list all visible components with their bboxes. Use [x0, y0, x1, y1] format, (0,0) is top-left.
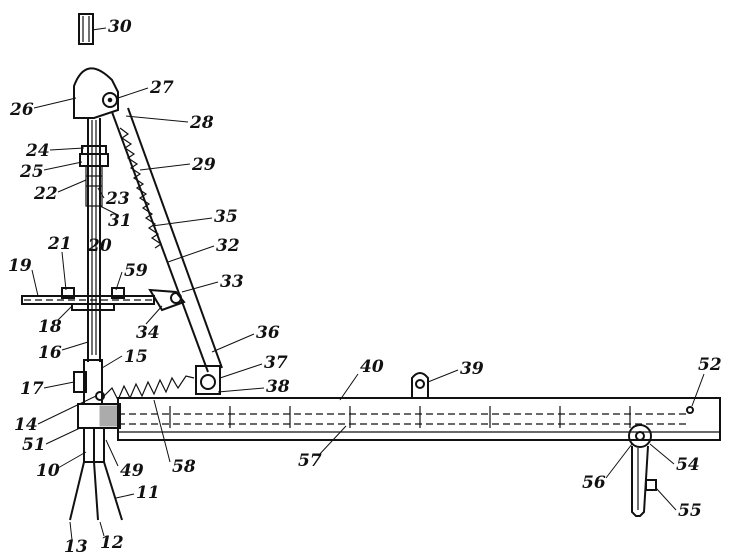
label-54: 54 [676, 455, 700, 475]
tension-spring [103, 375, 195, 402]
lower-pivot [195, 365, 221, 395]
label-12: 12 [100, 533, 124, 553]
label-35: 35 [214, 207, 238, 227]
label-26: 26 [9, 100, 34, 120]
label-20: 20 [87, 236, 112, 256]
label-14: 14 [14, 415, 38, 435]
collar [79, 145, 109, 207]
label-36: 36 [256, 323, 280, 343]
spring-housing [111, 107, 223, 373]
label-16: 16 [38, 343, 62, 363]
label-58: 58 [172, 457, 196, 477]
label-29: 29 [191, 155, 216, 175]
pawl-lever [148, 288, 186, 312]
marker-assembly [628, 424, 657, 517]
label-27: 27 [149, 78, 174, 98]
label-33: 33 [220, 272, 244, 292]
label-31: 31 [108, 211, 132, 231]
label-15: 15 [124, 347, 148, 367]
label-11: 11 [136, 483, 160, 503]
label-39: 39 [460, 359, 484, 379]
handle-grip [78, 13, 94, 45]
label-34: 34 [136, 323, 160, 343]
label-19: 19 [8, 256, 32, 276]
horizontal-bar [117, 397, 721, 441]
label-21: 21 [47, 234, 72, 254]
label-57: 57 [298, 451, 322, 471]
label-38: 38 [266, 377, 290, 397]
label-51: 51 [22, 435, 46, 455]
shoe-block [77, 403, 121, 429]
vertical-rod [87, 118, 101, 362]
label-49: 49 [120, 461, 144, 481]
label-24: 24 [25, 141, 50, 161]
label-28: 28 [189, 113, 214, 133]
label-22: 22 [33, 184, 58, 204]
label-17: 17 [20, 379, 44, 399]
label-55: 55 [678, 501, 702, 521]
lower-bracket [73, 359, 105, 405]
fork-prongs [69, 428, 123, 521]
label-59: 59 [124, 261, 148, 281]
label-23: 23 [105, 189, 130, 209]
label-30: 30 [108, 17, 132, 37]
upper-head [73, 67, 119, 119]
label-18: 18 [38, 317, 62, 337]
label-52: 52 [698, 355, 722, 375]
label-37: 37 [264, 353, 288, 373]
label-56: 56 [582, 473, 606, 493]
top-lug [411, 372, 429, 398]
disk-wheel [21, 287, 155, 311]
label-25: 25 [19, 162, 44, 182]
label-32: 32 [216, 236, 240, 256]
label-40: 40 [360, 357, 384, 377]
label-13: 13 [64, 537, 88, 557]
label-10: 10 [36, 461, 60, 481]
